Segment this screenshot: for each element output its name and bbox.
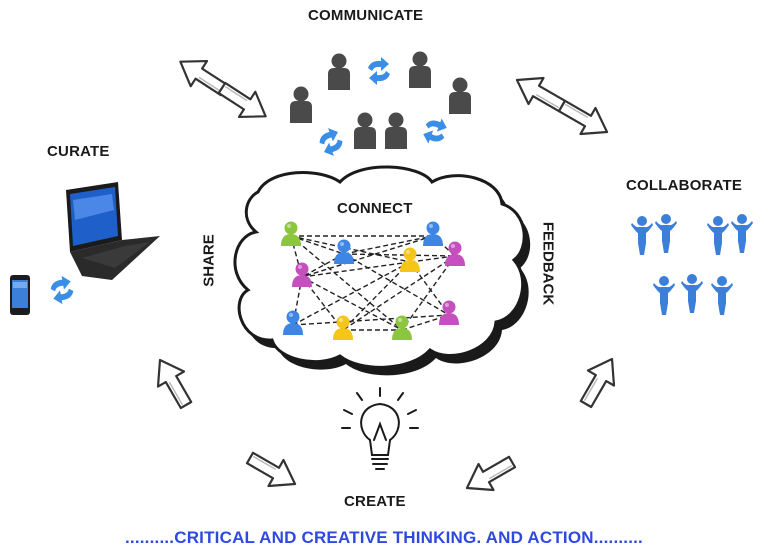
person-icon	[731, 214, 753, 253]
refresh-icon	[48, 274, 76, 306]
communicate-people-group	[290, 51, 471, 159]
person-icon	[711, 276, 733, 315]
person-icon	[681, 274, 703, 313]
label-connect: CONNECT	[337, 200, 413, 217]
refresh-icon	[315, 125, 347, 159]
footer-tagline: ..........CRITICAL AND CREATIVE THINKING…	[124, 528, 643, 547]
person-icon	[328, 53, 350, 90]
arrow-communicate-to-collaborate	[508, 65, 616, 147]
arrow-communicate-to-curate	[171, 47, 275, 131]
person-icon	[290, 86, 312, 123]
label-feedback: FEEDBACK	[539, 221, 557, 306]
smartphone-icon	[10, 275, 30, 315]
person-icon	[653, 276, 675, 315]
person-icon	[631, 216, 653, 255]
cloud-shape	[233, 165, 531, 376]
person-icon	[385, 112, 407, 149]
lightbulb-icon	[341, 387, 419, 470]
label-share: SHARE	[200, 234, 218, 287]
laptop-icon	[66, 182, 160, 280]
refresh-icon	[368, 57, 390, 85]
label-collaborate: COLLABORATE	[626, 177, 743, 194]
collaborate-people-group	[631, 214, 753, 315]
person-icon	[409, 51, 431, 88]
arrow-collaborate-to-create	[458, 350, 627, 503]
label-curate: CURATE	[47, 143, 110, 160]
label-communicate: COMMUNICATE	[308, 7, 424, 24]
person-icon	[449, 77, 471, 114]
arrow-curate-to-create	[145, 351, 304, 499]
person-icon	[354, 112, 376, 149]
person-icon	[707, 216, 729, 255]
person-icon	[655, 214, 677, 253]
label-create: CREATE	[344, 493, 406, 510]
refresh-icon	[419, 114, 451, 148]
